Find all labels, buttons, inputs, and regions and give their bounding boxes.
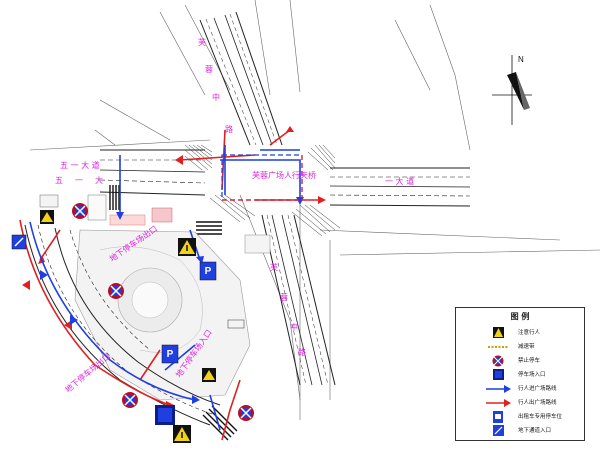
legend-label: 行人进广场路线	[518, 386, 557, 392]
parking-signs: P P	[11, 234, 245, 425]
speed-bump-icon	[488, 346, 508, 348]
legend-label: 停车场入口	[518, 372, 546, 378]
pedestrian-warning-icon	[40, 210, 54, 224]
red-arrow-icon	[486, 399, 511, 407]
pedestrian-warning-signs	[40, 210, 216, 443]
pedestrian-warning-icon	[178, 238, 196, 256]
legend-label: 注意行人	[518, 330, 541, 336]
underpass-entrance-icon	[493, 425, 504, 436]
furong-char-4: 路	[225, 124, 233, 134]
legend-label: 禁止停车	[518, 358, 541, 364]
pedestrian-warning-icon	[173, 425, 191, 443]
furong-char-7: 中	[290, 322, 298, 332]
legend-title: 图 例	[510, 312, 530, 321]
wuyi-char-2: 一	[75, 176, 83, 185]
legend-row: 注意行人	[456, 326, 584, 340]
wuyi-char-3: 大	[95, 175, 103, 185]
legend-label: 行人出广场路线	[518, 400, 557, 406]
plaza-area	[39, 194, 271, 401]
red-exit-routes	[19, 129, 320, 441]
furong-char-1: 芙	[198, 37, 206, 47]
pedestrian-warning-icon	[202, 368, 216, 382]
legend-label: 出租车专用停车位	[518, 414, 563, 420]
legend-row: 禁止停车	[456, 354, 584, 368]
compass-north-label: N	[518, 55, 524, 64]
legend-row: 停车场入口	[456, 368, 584, 382]
furong-road	[199, 11, 336, 386]
crosswalk-hatching	[184, 144, 341, 237]
taxi-sign-letter: P	[205, 266, 212, 277]
legend-row: 减速带	[456, 340, 584, 354]
taxi-parking-icon: P	[199, 261, 217, 281]
wuyi-char-1: 五	[55, 176, 63, 185]
wuyi-road-label: 五 一 大 道	[60, 160, 100, 170]
no-parking-icon	[108, 283, 124, 299]
furong-char-8: 路	[298, 347, 306, 357]
no-parking-signs	[72, 203, 254, 421]
compass: N	[492, 55, 532, 125]
no-parking-icon	[122, 392, 138, 408]
parking-entrance-icon	[227, 319, 245, 329]
taxi-parking-icon	[493, 411, 503, 423]
no-parking-icon	[238, 405, 254, 421]
legend-row: 地下通道入口	[456, 424, 584, 438]
no-parking-icon	[492, 355, 504, 367]
taxi-parking-icon: P	[161, 344, 179, 364]
furong-char-2: 蓉	[205, 64, 213, 74]
parking-entrance-icon	[155, 405, 175, 425]
furong-char-3: 中	[212, 92, 220, 102]
wuyi-road	[99, 149, 471, 207]
legend-label: 地下通道入口	[518, 428, 552, 434]
wuyi-road-right-label: 一 大 道	[385, 176, 414, 186]
bridge-label: 芙蓉广场人行天桥	[252, 170, 316, 180]
blue-arrow-icon	[486, 385, 511, 393]
legend-row: 出租车专用停车位	[456, 410, 584, 424]
furong-char-6: 蓉	[280, 292, 288, 302]
legend-label: 减速带	[518, 344, 535, 350]
legend-panel: 图 例 注意行人 减速带 禁止停车 停车场入口 行人进广场路线 行人出广场路线	[455, 307, 585, 441]
legend-row: 行人进广场路线	[456, 382, 584, 396]
legend-row: 行人出广场路线	[456, 396, 584, 410]
parking-entrance-icon	[493, 369, 504, 380]
pedestrian-bridge-red-dashes	[222, 155, 303, 201]
furong-char-5: 芙	[270, 262, 278, 272]
underpass-entrance-icon	[11, 234, 27, 250]
parking-sign-letter: P	[167, 349, 174, 360]
no-parking-icon	[72, 203, 88, 219]
pedestrian-warning-icon	[493, 327, 504, 338]
